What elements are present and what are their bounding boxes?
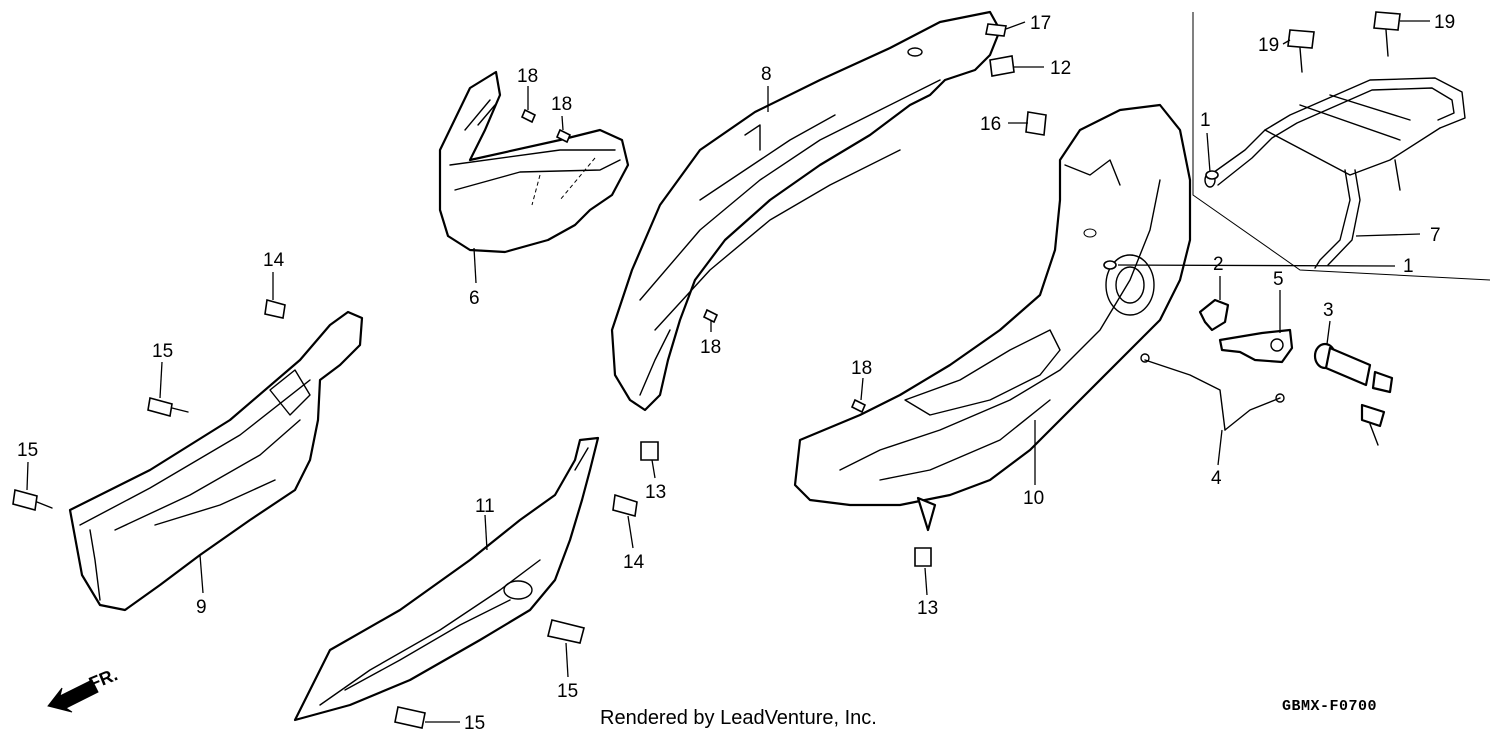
callout-19b: 19 bbox=[1434, 12, 1455, 33]
callout-3: 3 bbox=[1323, 300, 1334, 321]
callout-2: 2 bbox=[1213, 254, 1224, 275]
part-7-grab-rail bbox=[1204, 77, 1466, 269]
part-9-step-panel bbox=[68, 310, 364, 612]
front-label: FR. bbox=[86, 664, 120, 693]
callout-12: 12 bbox=[1050, 58, 1071, 79]
callout-18b: 18 bbox=[551, 94, 572, 115]
part-4-cable bbox=[1140, 353, 1285, 431]
part-3-seat-lock bbox=[1313, 342, 1394, 446]
callout-13a: 13 bbox=[645, 482, 666, 503]
front-direction-arrow: FR. bbox=[47, 664, 120, 713]
callout-14a: 14 bbox=[263, 250, 285, 271]
callout-15a: 15 bbox=[152, 341, 173, 362]
callout-9: 9 bbox=[196, 597, 207, 618]
part-11-step-panel bbox=[293, 436, 600, 722]
callout-7: 7 bbox=[1430, 225, 1441, 246]
part-8-body-cover bbox=[610, 10, 1002, 412]
callout-15b: 15 bbox=[17, 440, 38, 461]
callout-18d: 18 bbox=[851, 358, 872, 379]
diagram-code: GBMX-F0700 bbox=[1282, 698, 1378, 715]
callout-13b: 13 bbox=[917, 598, 938, 619]
part-6-inner-cover bbox=[438, 70, 630, 254]
callout-19a: 19 bbox=[1258, 35, 1279, 56]
callout-1a: 1 bbox=[1200, 110, 1211, 131]
callout-8: 8 bbox=[761, 64, 772, 85]
part-2-bracket bbox=[1198, 298, 1230, 332]
credit-text: Rendered by LeadVenture, Inc. bbox=[600, 707, 877, 729]
hardware bbox=[12, 11, 1401, 729]
callout-15d: 15 bbox=[464, 713, 485, 734]
callouts: 1 1 2 3 4 5 6 7 8 9 10 11 12 13 13 14 14… bbox=[17, 12, 1455, 734]
callout-10: 10 bbox=[1023, 488, 1044, 509]
part-5-latch-plate bbox=[1218, 328, 1294, 364]
callout-17: 17 bbox=[1030, 13, 1051, 34]
callout-15c: 15 bbox=[557, 681, 578, 702]
callout-18c: 18 bbox=[700, 337, 721, 358]
callout-14b: 14 bbox=[623, 552, 645, 573]
callout-11: 11 bbox=[475, 496, 495, 517]
rail-assembly-frame bbox=[1192, 12, 1491, 281]
callout-1b: 1 bbox=[1403, 256, 1414, 277]
leader-lines bbox=[26, 20, 1430, 723]
callout-4: 4 bbox=[1211, 468, 1222, 489]
part-10-body-cover bbox=[793, 103, 1192, 532]
callout-6: 6 bbox=[469, 288, 480, 309]
callout-5: 5 bbox=[1273, 269, 1284, 290]
callout-18a: 18 bbox=[517, 66, 538, 87]
callout-16: 16 bbox=[980, 114, 1001, 135]
